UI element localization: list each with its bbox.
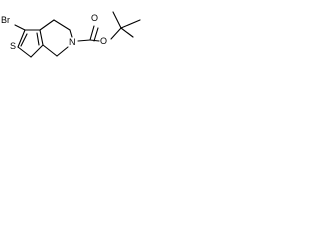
bond-br-c1	[14, 24, 26, 31]
bond-c3a-c7a-inner	[36, 32, 40, 46]
bond-c7-c6	[53, 19, 71, 31]
bond-n-carbonyl	[77, 39, 91, 42]
bond-c3-c3a	[30, 44, 44, 58]
nitrogen-label: N	[69, 37, 76, 47]
bond-tbu-me-3	[120, 27, 134, 38]
atom-labels: Br S N O O	[1, 13, 107, 51]
bond-c6-n	[69, 29, 73, 38]
bond-c7a-c7	[39, 19, 55, 31]
ester-oxygen-label: O	[100, 36, 107, 46]
bond-n-c4	[56, 46, 69, 57]
bond-c1-s-inner	[20, 33, 28, 47]
bond-lines	[14, 11, 141, 58]
bond-c1-s	[17, 29, 26, 48]
bond-c4-c3a	[42, 44, 58, 57]
bond-c3a-c7a	[39, 29, 44, 46]
sulfur-label: S	[10, 41, 16, 51]
bond-ester-o-tbu	[110, 27, 122, 40]
bond-tbu-me-2	[120, 19, 141, 29]
carbonyl-oxygen-label: O	[91, 13, 98, 23]
bond-s-c3	[17, 46, 32, 58]
bromine-label: Br	[1, 15, 10, 25]
bond-carbonyl-o	[89, 25, 95, 41]
molecule-structure: Br S N O O	[0, 0, 156, 73]
structure-drawing: Br S N O O	[1, 11, 141, 58]
bond-tbu-me-1	[112, 11, 122, 29]
bond-carbonyl-ester-o	[89, 39, 100, 42]
bond-carbonyl-o-double	[93, 27, 99, 42]
